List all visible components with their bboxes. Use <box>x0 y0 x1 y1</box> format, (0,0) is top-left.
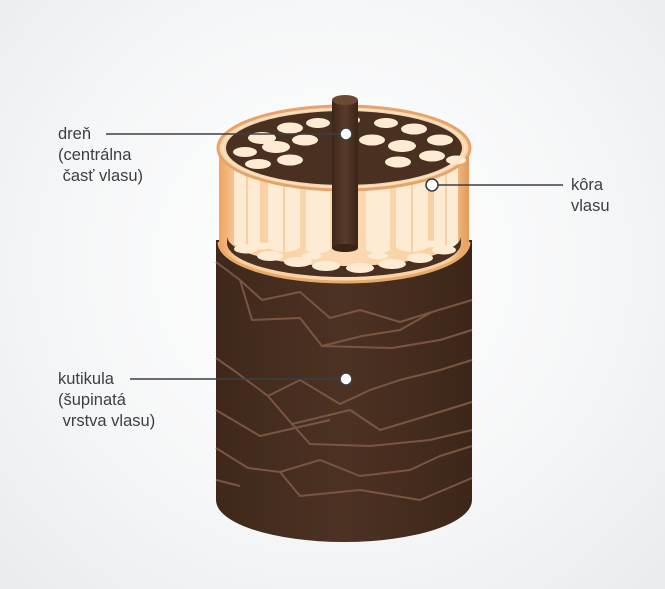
cuticle-marker-icon <box>339 372 353 386</box>
cuticle-label-line-2: (šupinatá <box>58 391 126 409</box>
cortex-label-line-2: vlasu <box>571 197 610 215</box>
cuticle-label-line-1: kutikula <box>58 370 114 388</box>
cuticle-layer <box>215 240 473 542</box>
callout-cortex <box>425 178 563 192</box>
cross-section-bottom <box>227 236 461 277</box>
cuticle-label: kutikula (šupinatá vrstva vlasu) <box>58 369 155 432</box>
callout-cuticle <box>130 372 353 386</box>
medulla-label: dreň (centrálna časť vlasu) <box>58 124 143 187</box>
cortex-marker-icon <box>425 178 439 192</box>
cuticle-label-line-3: vrstva vlasu) <box>58 412 156 430</box>
medulla-label-line-2: (centrálna <box>58 146 132 164</box>
cortex-label: kôra vlasu <box>571 175 610 217</box>
cuticle-scales <box>215 261 473 501</box>
cortex-label-line-1: kôra <box>571 176 604 194</box>
callout-medulla <box>106 127 353 141</box>
medulla-label-line-3: časť vlasu) <box>58 167 144 185</box>
medulla-rod <box>332 95 358 252</box>
medulla-label-line-1: dreň <box>58 125 92 143</box>
medulla-marker-icon <box>339 127 353 141</box>
